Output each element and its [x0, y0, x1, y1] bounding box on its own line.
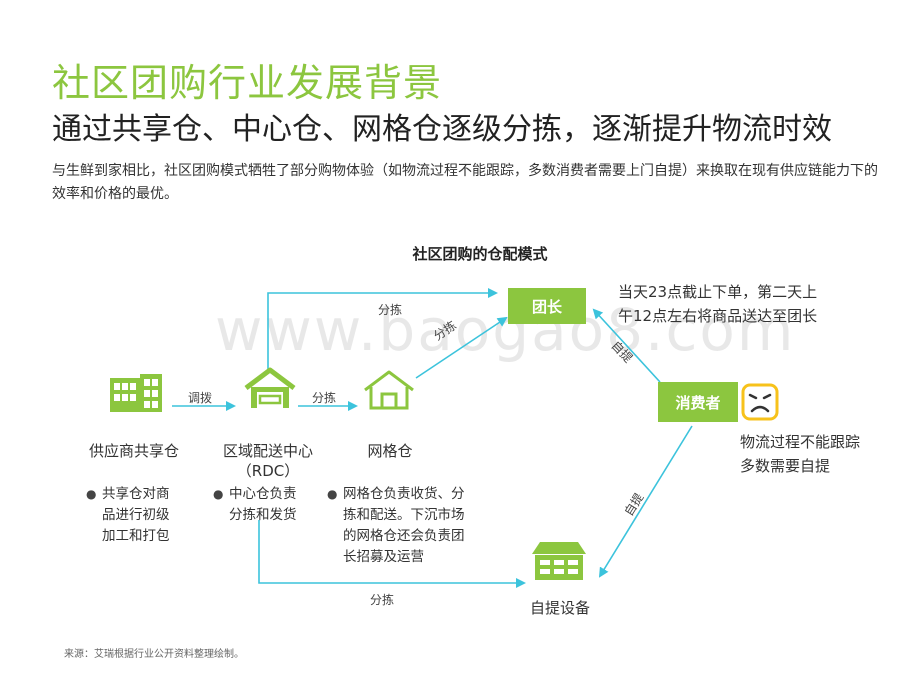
leader-note-line1: 当天23点截止下单，第二天上 [618, 283, 818, 301]
node-leader: 团长 [508, 288, 586, 324]
page-subtitle: 通过共享仓、中心仓、网格仓逐级分拣，逐渐提升物流时效 [52, 112, 832, 147]
consumer-note-line1: 物流过程不能跟踪 [740, 433, 861, 451]
node-label-supplier: 供应商共享仓 [88, 442, 179, 460]
intro-paragraph: 与生鲜到家相比，社区团购模式牺牲了部分购物体验（如物流过程不能跟踪，多数消费者需… [52, 163, 878, 202]
node-label-pickup: 自提设备 [529, 599, 590, 617]
garage-house-icon [244, 367, 296, 408]
node-label-rdc-abbr: （RDC） [236, 462, 300, 480]
edge-label-rdc-grid: 分拣 [312, 391, 337, 405]
frowning-face-icon [741, 383, 779, 421]
edge-consumer-leader [592, 308, 661, 383]
edge-label-rdc-pickup: 分拣 [370, 593, 395, 607]
bullet-grid: ● 网格仓负责收货、分拣和配送。下沉市场的网格仓还会负责团长招募及运营 [327, 486, 465, 565]
node-label-rdc: 区域配送中心 [222, 442, 313, 460]
watermark: www.baogao8.com [215, 296, 796, 364]
edge-rdc-leader [267, 288, 498, 370]
source-note: 来源：艾瑞根据行业公开资料整理绘制。 [64, 649, 244, 660]
edge-grid-leader [415, 316, 508, 379]
bullet-supplier: ● 共享仓对商品进行初级加工和打包 [86, 486, 170, 544]
edge-label-rdc-leader: 分拣 [378, 303, 403, 317]
page-title: 社区团购行业发展背景 [52, 61, 443, 105]
node-consumer: 消费者 [658, 382, 738, 422]
bullet-dot: ● [327, 487, 338, 501]
edge-label-supplier-rdc: 调拨 [188, 391, 213, 405]
node-label-grid: 网格仓 [367, 442, 413, 460]
bullet-dot: ● [86, 487, 97, 501]
bullet-rdc: ● 中心仓负责分拣和发货 [213, 486, 297, 523]
warehouse-shelf-icon [110, 374, 162, 412]
edge-rdc-pickup [258, 520, 526, 588]
edge-consumer-pickup [598, 425, 693, 578]
consumer-note-line2: 多数需要自提 [740, 457, 831, 475]
house-outline-icon [364, 370, 414, 410]
bullet-dot: ● [213, 487, 224, 501]
diagram-title: 社区团购的仓配模式 [412, 245, 548, 263]
leader-note-line2: 午12点左右将商品送达至团长 [618, 307, 818, 325]
pickup-cabinet-icon [532, 542, 586, 580]
